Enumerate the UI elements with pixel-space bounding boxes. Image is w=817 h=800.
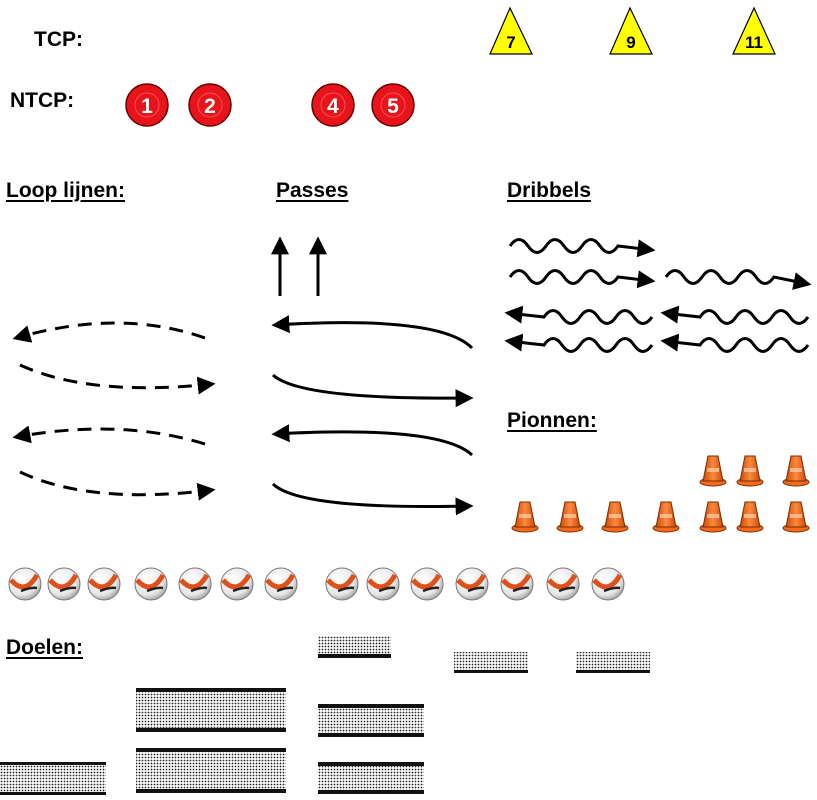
goal-net-icon xyxy=(136,748,286,793)
tcp-triangle-11: 11 xyxy=(732,6,776,55)
dribble-arrow xyxy=(660,333,810,353)
cone-icon xyxy=(782,501,810,533)
soccer-ball-icon xyxy=(500,567,534,601)
soccer-ball-icon xyxy=(591,567,625,601)
yellow-triangle-icon xyxy=(609,6,653,55)
dribble-arrow xyxy=(504,305,654,325)
loop-line-arrow xyxy=(12,321,206,343)
ntcp-circle-2: 2 xyxy=(188,83,232,127)
pionnen-heading: Pionnen: xyxy=(507,409,597,432)
ntcp-number: 4 xyxy=(327,95,339,118)
cone-icon xyxy=(699,501,727,533)
cone-icon xyxy=(601,501,629,533)
goal-net-icon xyxy=(576,652,650,673)
goal-net-icon xyxy=(318,704,424,737)
red-circle-icon xyxy=(125,83,169,127)
ntcp-circle-5: 5 xyxy=(371,83,415,127)
cone-icon xyxy=(782,455,810,487)
pass-arrow-curved xyxy=(271,373,474,408)
ntcp-number: 2 xyxy=(204,95,216,118)
soccer-ball-icon xyxy=(264,567,298,601)
pass-arrow-curved xyxy=(271,482,474,516)
cone-icon xyxy=(699,455,727,487)
dribble-arrow xyxy=(504,333,654,353)
ntcp-label: NTCP: xyxy=(10,89,75,112)
soccer-ball-icon xyxy=(546,567,580,601)
cone-icon xyxy=(556,501,584,533)
goal-net-icon xyxy=(318,636,391,658)
ntcp-number: 1 xyxy=(141,95,153,118)
tcp-number: 9 xyxy=(626,33,635,52)
dribble-arrow xyxy=(664,269,812,290)
loop-line-arrow xyxy=(12,425,206,446)
soccer-ball-icon xyxy=(47,567,81,601)
yellow-triangle-icon xyxy=(489,6,533,55)
tcp-number: 11 xyxy=(745,33,763,52)
cone-icon xyxy=(652,501,680,533)
ntcp-circle-1: 1 xyxy=(125,83,169,127)
loop-line-arrow xyxy=(19,363,216,395)
doelen-heading: Doelen: xyxy=(6,636,84,659)
ntcp-number: 5 xyxy=(387,95,399,118)
goal-net-icon xyxy=(454,652,528,673)
pass-arrow-curved xyxy=(271,315,474,350)
tcp-label: TCP: xyxy=(34,28,83,51)
soccer-ball-icon xyxy=(410,567,444,601)
soccer-ball-icon xyxy=(87,567,121,601)
soccer-ball-icon xyxy=(455,567,489,601)
dribble-arrow xyxy=(660,305,810,325)
ntcp-markers: 1 2 4 5 xyxy=(125,83,415,127)
tcp-triangle-7: 7 xyxy=(489,6,533,55)
goal-net-icon xyxy=(0,762,106,795)
cones-group xyxy=(511,455,810,533)
balls-group xyxy=(8,567,625,601)
tcp-number: 7 xyxy=(506,33,515,52)
soccer-ball-icon xyxy=(134,567,168,601)
tcp-triangle-9: 9 xyxy=(609,6,653,55)
yellow-triangle-icon xyxy=(732,6,776,55)
dribble-arrow xyxy=(508,269,656,289)
dribble-arrows xyxy=(504,238,812,353)
dribble-arrow xyxy=(508,238,656,258)
tcp-markers: 7 9 11 xyxy=(489,6,776,55)
loop-line-arrow xyxy=(19,470,216,501)
pass-arrows xyxy=(271,236,474,516)
pass-arrow-curved xyxy=(271,424,474,457)
dribbels-heading: Dribbels xyxy=(507,179,592,202)
goals-group xyxy=(0,636,650,795)
red-circle-icon xyxy=(188,83,232,127)
soccer-ball-icon xyxy=(178,567,212,601)
loop-lijnen-heading: Loop lijnen: xyxy=(6,179,125,202)
cone-icon xyxy=(736,501,764,533)
cone-icon xyxy=(511,501,539,533)
goal-net-icon xyxy=(136,688,286,732)
soccer-ball-icon xyxy=(220,567,254,601)
passes-heading: Passes xyxy=(276,179,349,202)
loop-lines xyxy=(12,321,216,501)
ntcp-circle-4: 4 xyxy=(311,83,355,127)
red-circle-icon xyxy=(371,83,415,127)
soccer-ball-icon xyxy=(8,567,42,601)
goal-net-icon xyxy=(318,762,424,794)
red-circle-icon xyxy=(311,83,355,127)
soccer-ball-icon xyxy=(325,567,359,601)
soccer-ball-icon xyxy=(366,567,400,601)
cone-icon xyxy=(736,455,764,487)
